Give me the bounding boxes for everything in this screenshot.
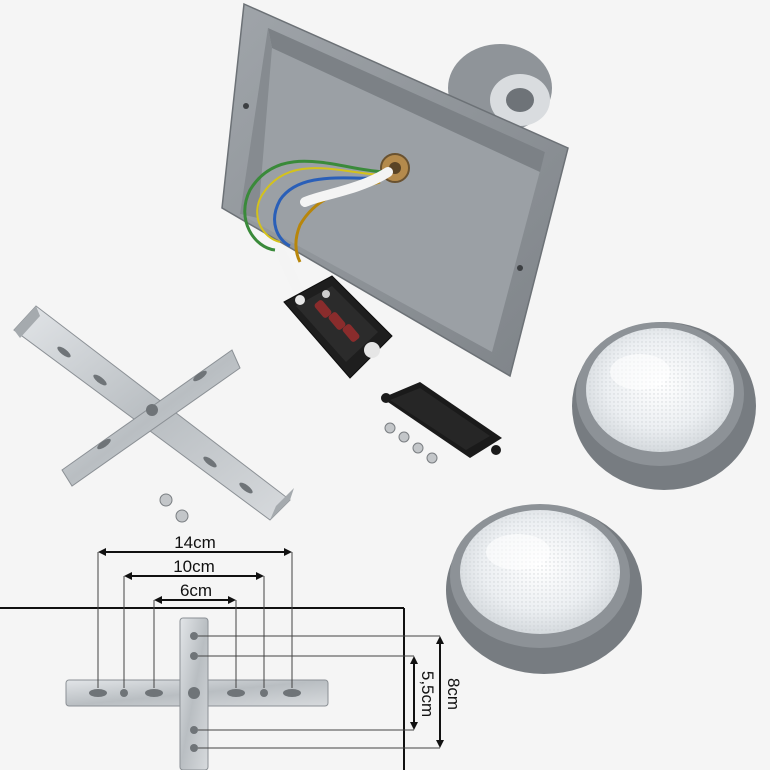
dimension-6cm-label: 6cm: [180, 581, 212, 600]
dimension-8cm-label: 8cm: [444, 678, 463, 710]
wall-bracket-icon: [13, 305, 294, 521]
dimension-10cm-label: 10cm: [173, 557, 215, 576]
dimension-5-5cm-label: 5,5cm: [418, 671, 437, 717]
lens-cap-icon: [572, 322, 756, 490]
lens-cap-icon: [446, 504, 642, 674]
cover-plate-icon: [381, 382, 502, 458]
screws-icon: [159, 422, 438, 523]
dimension-14cm-label: 14cm: [174, 533, 216, 552]
mounting-box-icon: [221, 2, 569, 378]
terminal-block-icon: [283, 275, 393, 379]
dimension-diagram: 14cm 10cm 6cm 8cm 5,5cm: [0, 533, 463, 770]
